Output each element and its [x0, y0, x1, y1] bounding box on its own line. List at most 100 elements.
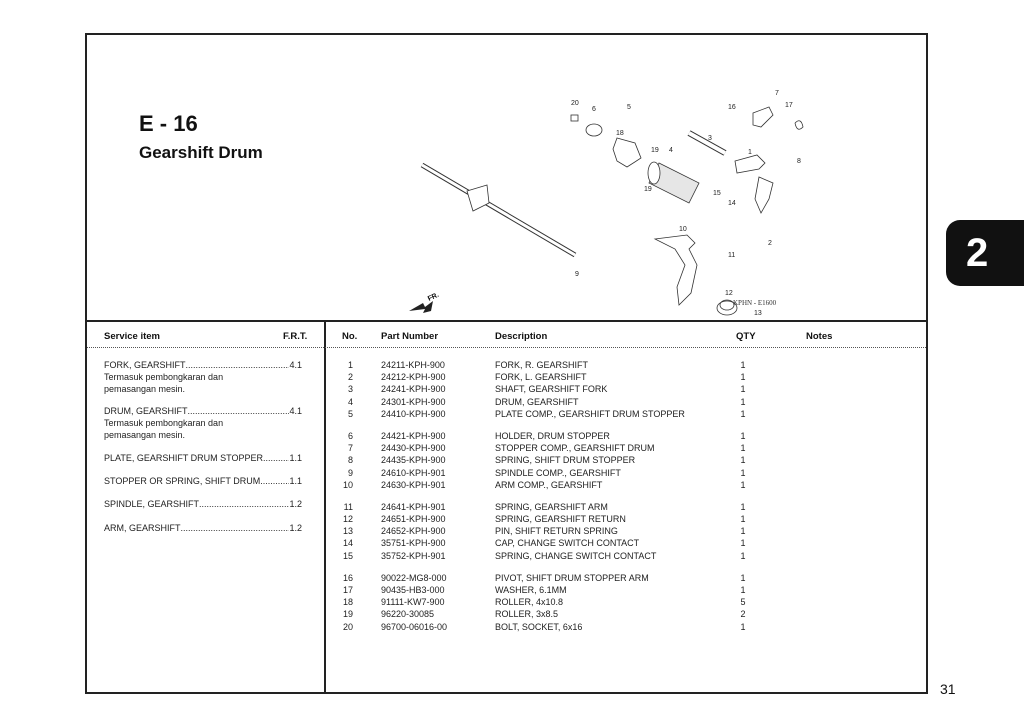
part-no: 15: [342, 550, 353, 561]
service-item-name: STOPPER OR SPRING, SHIFT DRUM: [104, 476, 261, 486]
part-no: 5: [347, 408, 353, 419]
service-row: STOPPER OR SPRING, SHIFT DRUM 1.1: [104, 475, 302, 487]
part-number: 24430-KPH-900: [381, 443, 446, 454]
part-number: 24211-KPH-900: [381, 360, 445, 370]
service-item-name: DRUM, GEARSHIFT: [104, 406, 188, 416]
part-number: 24301-KPH-900: [381, 396, 446, 407]
callout-10: 10: [679, 226, 687, 233]
part-qty: 1: [740, 526, 746, 537]
callout-12: 12: [725, 290, 733, 297]
service-item-name: PLATE, GEARSHIFT DRUM STOPPER: [104, 453, 264, 463]
callout-3: 3: [708, 135, 712, 142]
part-no: 19: [342, 609, 353, 620]
part-qty: 5: [740, 597, 746, 608]
part-description: SPINDLE COMP., GEARSHIFT: [495, 467, 621, 478]
part-no: 3: [347, 384, 353, 395]
part-no: 1: [347, 360, 353, 370]
part-qty: 1: [740, 467, 746, 478]
section-code: E - 16: [139, 111, 198, 136]
callout-20: 20: [571, 100, 579, 107]
header-divider: [87, 320, 926, 322]
column-divider: [324, 320, 326, 692]
callout-14: 14: [728, 200, 736, 207]
service-item-name: FORK, GEARSHIFT: [104, 360, 186, 370]
part-qty: 1: [740, 501, 746, 512]
part-description: BOLT, SOCKET, 6x16: [495, 621, 583, 632]
part-no: 10: [342, 479, 353, 490]
part-no: 8: [347, 455, 353, 466]
part-no: 18: [342, 597, 353, 608]
callout-19a: 19: [651, 147, 659, 154]
part-description: SPRING, GEARSHIFT RETURN: [495, 514, 626, 525]
part-row: 20 96700-06016-00 BOLT, SOCKET, 6x16 1: [337, 621, 757, 633]
section-title: Gearshift Drum: [139, 143, 263, 162]
header-underline: [87, 347, 926, 348]
service-note: Termasuk pembongkaran dan: [104, 418, 224, 428]
part-qty: 1: [740, 550, 746, 561]
part-qty: 1: [740, 585, 746, 595]
part-qty: 1: [740, 360, 746, 370]
part-number: 24435-KPH-900: [381, 455, 446, 466]
part-number: 24421-KPH-900: [381, 430, 446, 441]
part-number: 90022-MG8-000: [381, 572, 447, 583]
callout-6: 6: [592, 106, 596, 113]
notes-header: Notes: [806, 331, 833, 342]
part-qty: 1: [740, 384, 746, 395]
qty-header: QTY: [736, 331, 756, 342]
front-arrow-label: FR.: [427, 292, 440, 303]
callout-4: 4: [669, 147, 673, 154]
service-row: DRUM, GEARSHIFT 4.1 Termasuk pembongkaran…: [104, 405, 302, 441]
callout-7: 7: [775, 90, 779, 97]
part-description: SPRING, GEARSHIFT ARM: [495, 501, 608, 512]
part-no: 13: [342, 526, 353, 537]
service-note: pemasangan mesin.: [104, 384, 186, 394]
page-number: 31: [940, 681, 956, 697]
part-no: 6: [347, 430, 353, 441]
service-frt: 4.1: [289, 406, 302, 416]
part-number-header: Part Number: [381, 331, 439, 342]
service-frt: 1.1: [289, 476, 302, 486]
part-description: CAP, CHANGE SWITCH CONTACT: [495, 538, 640, 549]
part-qty: 1: [740, 621, 746, 632]
part-row: 5 24410-KPH-900 PLATE COMP., GEARSHIFT DRU…: [337, 408, 757, 420]
callout-17: 17: [785, 102, 793, 109]
part-description: ARM COMP., GEARSHIFT: [495, 479, 603, 490]
part-number: 24410-KPH-900: [381, 408, 446, 419]
callout-15: 15: [713, 190, 721, 197]
part-description: SPRING, SHIFT DRUM STOPPER: [495, 455, 636, 466]
catalog-page-frame: E - 16 Gearshift Drum: [85, 33, 928, 694]
diagram-code: KPHN - E1600: [733, 299, 777, 307]
front-arrow-icon: FR.: [409, 292, 440, 313]
service-frt: 4.1: [289, 360, 302, 370]
service-note: pemasangan mesin.: [104, 430, 186, 440]
part-number: 24630-KPH-901: [381, 479, 446, 490]
part-number: 24241-KPH-900: [381, 384, 446, 395]
part-number: 96700-06016-00: [381, 621, 448, 632]
part-qty: 1: [740, 408, 746, 419]
part-description: PIVOT, SHIFT DRUM STOPPER ARM: [495, 572, 649, 583]
part-description: PLATE COMP., GEARSHIFT DRUM STOPPER: [495, 408, 685, 419]
part-no: 12: [342, 514, 353, 525]
part-number: 24610-KPH-901: [381, 467, 446, 478]
part-qty: 1: [740, 538, 746, 549]
part-no: 20: [342, 621, 353, 632]
part-qty: 1: [740, 443, 746, 454]
part-description: FORK, L. GEARSHIFT: [495, 372, 587, 383]
part-number: 24641-KPH-901: [381, 501, 446, 512]
part-number: 91111-KW7-900: [381, 597, 445, 608]
